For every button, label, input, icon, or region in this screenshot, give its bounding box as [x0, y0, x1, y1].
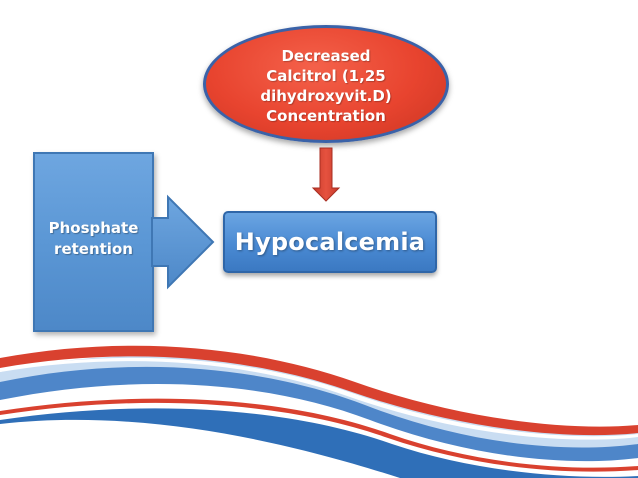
hypocalcemia-node: Hypocalcemia	[223, 211, 437, 273]
decreased-calcitriol-node: Decreased Calcitrol (1,25 dihydroxyvit.D…	[203, 25, 449, 143]
decreased-calcitriol-label: Decreased Calcitrol (1,25 dihydroxyvit.D…	[260, 46, 391, 126]
calcitriol-label-line-2: Calcitrol (1,25	[266, 67, 386, 85]
phosphate-retention-label: Phosphate retention	[33, 218, 154, 260]
red-wave-band	[0, 345, 638, 436]
calcitriol-label-line-1: Decreased	[281, 47, 371, 65]
phosphate-label-line-1: Phosphate	[48, 219, 139, 237]
hypocalcemia-label: Hypocalcemia	[234, 228, 426, 256]
calcitriol-label-line-4: Concentration	[266, 107, 386, 125]
phosphate-retention-node	[33, 152, 154, 332]
calcitriol-label-line-3: dihydroxyvit.D)	[260, 87, 392, 105]
thin-blue-wave	[0, 408, 638, 478]
phosphate-label-line-2: retention	[54, 240, 133, 258]
thin-red-wave	[0, 398, 638, 472]
